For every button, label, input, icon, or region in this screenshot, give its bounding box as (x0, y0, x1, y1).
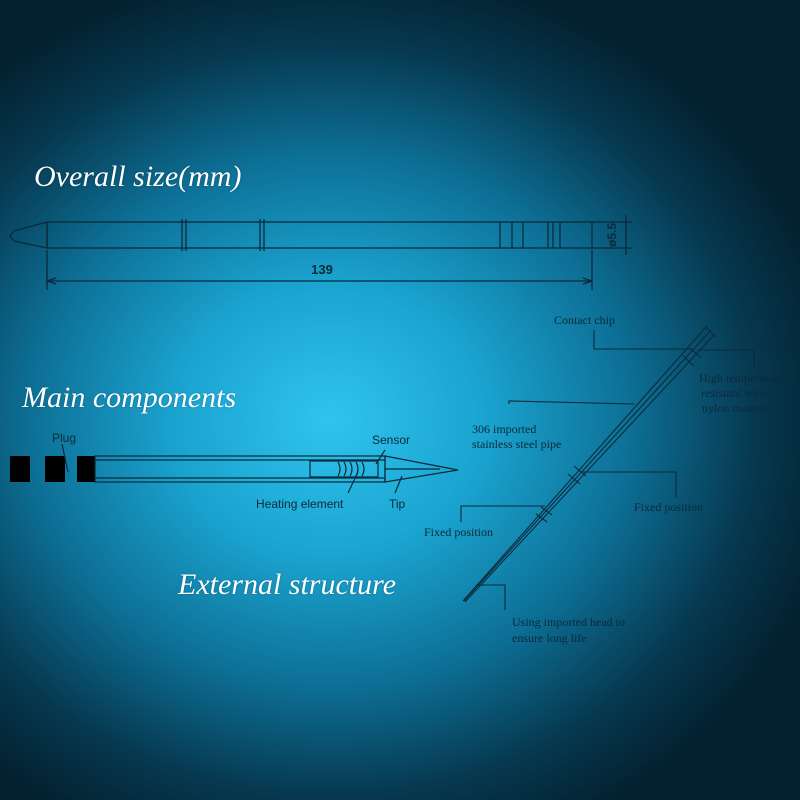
contact-chip-leader (593, 330, 692, 350)
fixed-right-leader (583, 471, 677, 497)
imported-head-label-line-2: ensure long life (512, 631, 587, 645)
heating-coil (337, 461, 365, 477)
contact-chip-end (705, 326, 717, 338)
diameter-value: ø5.5 (605, 223, 619, 247)
nylon-leader (698, 349, 755, 367)
plug-block-3 (77, 456, 95, 482)
pipe-edge-left (462, 325, 708, 602)
upper-joint (567, 465, 587, 485)
heating-element-label: Heating element (256, 497, 344, 511)
fixed-left-leader (460, 505, 545, 522)
plug-label: Plug (52, 431, 77, 445)
heating-element-core (309, 460, 379, 478)
main-components-drawing (10, 443, 459, 494)
sensor-label: Sensor (372, 433, 411, 447)
main-components-heading: Main components (22, 381, 237, 414)
heating-element-leader (347, 471, 359, 494)
nylon-label-line-1: High temperature (699, 371, 784, 385)
tip-label: Tip (389, 497, 406, 511)
length-arrow-left (46, 277, 57, 285)
length-value: 139 (311, 262, 333, 277)
overall-size-heading: Overall size(mm) (34, 160, 242, 193)
pipe-label-line-2: stainless steel pipe (472, 437, 562, 451)
plug-block-1 (10, 456, 30, 482)
overall-tip-outline (9, 221, 48, 249)
external-structure-drawing (460, 325, 755, 610)
fixed-position-left-label: Fixed position (424, 525, 494, 539)
head-leader (476, 584, 506, 610)
contact-chip-label: Contact chip (554, 313, 615, 327)
external-structure-heading: External structure (178, 568, 397, 601)
pipe-edge-right (464, 334, 715, 603)
imported-head-label-line-1: Using imported head to (512, 615, 625, 629)
plug-leader (61, 443, 69, 473)
pipe-label-line-1: 306 imported (472, 422, 537, 436)
nylon-label-line-2: resistant white (701, 386, 771, 400)
sensor-leader (375, 449, 386, 465)
nylon-segment (682, 347, 702, 367)
fixed-position-right-label: Fixed position (634, 500, 704, 514)
overall-shaft-outline (46, 221, 593, 249)
lower-joint (535, 506, 553, 523)
nylon-label-line-3: nylon material (702, 401, 772, 415)
length-arrow-right (582, 277, 593, 285)
overall-size-drawing (9, 215, 632, 290)
tip-leader (394, 475, 403, 494)
pipe-leader (508, 400, 635, 405)
plug-block-2 (45, 456, 65, 482)
pipe-centerline (463, 329, 712, 602)
